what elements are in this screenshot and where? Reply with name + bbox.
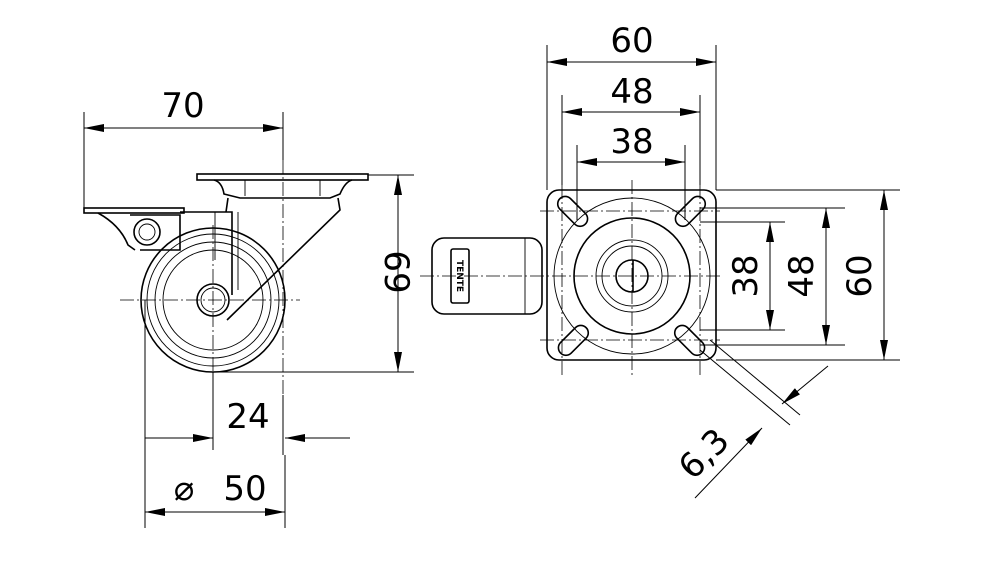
dim-offset: 24 bbox=[226, 397, 269, 437]
dim-wheel-diameter: 50 bbox=[223, 469, 266, 509]
dim-height: 69 bbox=[376, 250, 416, 293]
top-plate bbox=[196, 173, 369, 321]
dim-plate-width: 60 bbox=[610, 21, 653, 61]
dim-bolt-hole: 6,3 bbox=[671, 421, 738, 488]
side-view: 70 69 24 ⌀ 50 bbox=[83, 86, 416, 528]
diameter-symbol: ⌀ bbox=[174, 469, 194, 509]
dim-hole-spacing-outer: 48 bbox=[610, 72, 653, 112]
dim-hole-spacing-vertical-inner: 38 bbox=[726, 254, 766, 297]
top-view: TENTE 60 48 38 bbox=[420, 21, 900, 499]
dim-hole-spacing-inner: 38 bbox=[610, 122, 653, 162]
bolt-slots bbox=[556, 195, 707, 357]
dim-plate-height: 60 bbox=[840, 254, 880, 297]
dim-overall-length: 70 bbox=[161, 86, 204, 126]
mounting-plate bbox=[546, 189, 717, 361]
dim-hole-spacing-vertical-outer: 48 bbox=[782, 254, 822, 297]
brake-pedal bbox=[83, 207, 185, 251]
